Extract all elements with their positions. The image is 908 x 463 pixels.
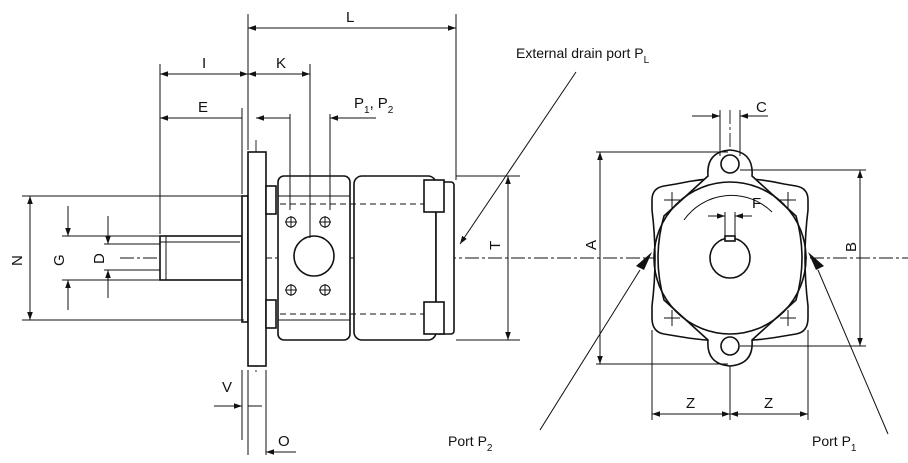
end-boss-bottom (423, 301, 445, 335)
spigot (241, 195, 249, 323)
flange-boss-bottom (265, 299, 277, 329)
shaft-key (724, 235, 736, 242)
dim-b-label: B (843, 242, 860, 252)
dim-e-label: E (198, 99, 208, 116)
mounting-flange (247, 151, 267, 367)
rotation-arc (683, 194, 773, 221)
dim-g-label: G (51, 254, 68, 266)
dim-v-label: V (222, 379, 232, 396)
port-p1-label: Port P1 (812, 433, 857, 454)
port-p1-leader (817, 269, 889, 435)
side-dimension-lines (27, 25, 511, 455)
end-extension-lines (596, 110, 866, 420)
dim-f-label: F (752, 195, 761, 212)
dim-n-label: N (9, 255, 26, 266)
end-dimension-lines (597, 113, 863, 417)
shaft (159, 235, 243, 281)
dim-c-label: C (756, 99, 767, 116)
corner-bolt-marks (664, 192, 796, 326)
port-bolt-holes (285, 216, 331, 296)
port-p2-leader (539, 269, 641, 431)
port-p1-marker (808, 252, 824, 270)
dim-d-label: D (91, 253, 108, 264)
dimension-labels: L K I E P1,P2 N G D T V O C F A B Z Z (9, 9, 860, 450)
dim-z-left-label: Z (686, 395, 695, 412)
port-p2-label: Port P2 (448, 433, 493, 454)
dim-l-label: L (346, 9, 354, 26)
end-view (534, 110, 908, 435)
port-p2-marker (636, 252, 652, 270)
callout-labels: External drain port PL Port P2 Port P1 (448, 45, 857, 454)
external-drain-port-label: External drain port PL (516, 45, 650, 66)
end-cap (435, 181, 455, 335)
pilot-circle (653, 181, 807, 335)
flange-ear-hole-bottom (720, 336, 740, 356)
pressure-port (293, 235, 335, 277)
dim-z-right-label: Z (764, 395, 773, 412)
dim-p1-p2-label: P1,P2 (354, 95, 394, 116)
flange-boss-top (265, 185, 277, 215)
dim-t-label: T (487, 241, 504, 250)
dim-i-label: I (202, 55, 206, 72)
end-boss-top (423, 179, 445, 213)
dim-a-label: A (583, 240, 600, 250)
end-shaft (709, 237, 751, 279)
drain-leader (459, 71, 577, 245)
side-view (22, 14, 577, 455)
dim-o-label: O (278, 433, 290, 450)
flange-ear-hole-top (720, 154, 740, 174)
dim-k-label: K (276, 55, 286, 72)
side-extension-lines (22, 14, 520, 455)
